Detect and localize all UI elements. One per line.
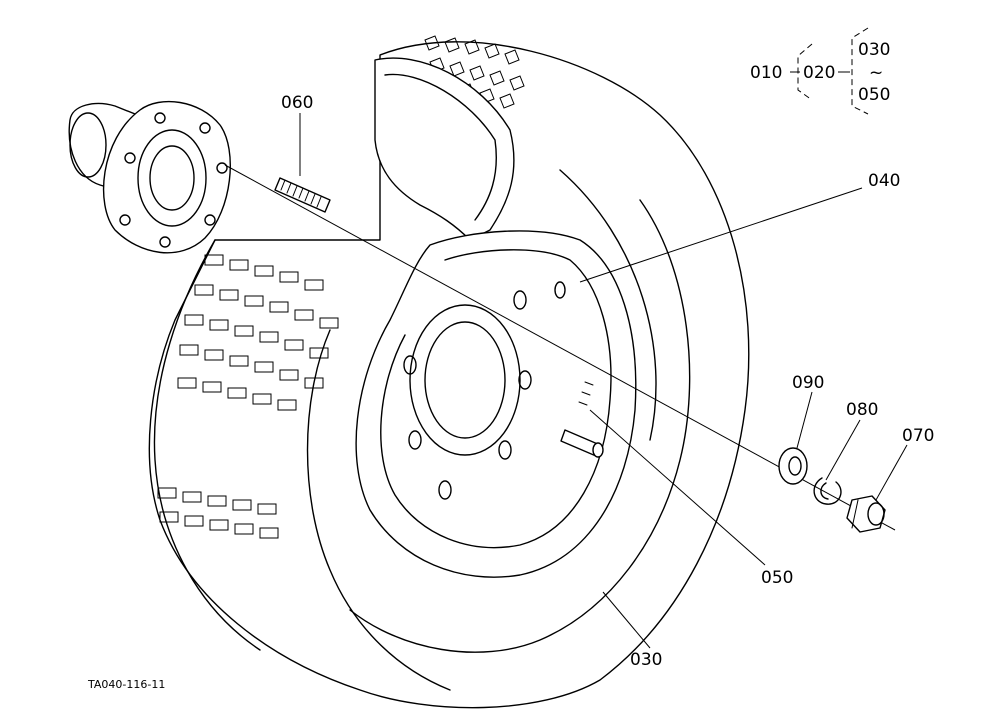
callout-080: 080	[846, 400, 878, 420]
hierarchy-range-sep: ~	[869, 63, 883, 83]
leader-090	[796, 391, 813, 449]
hierarchy-root-label: 010	[750, 63, 782, 83]
hierarchy-child-label: 020	[803, 63, 835, 83]
callout-090: 090	[792, 373, 824, 393]
leader-070	[875, 444, 908, 501]
callout-030: 030	[630, 650, 662, 670]
valve-stem-icon	[560, 381, 604, 458]
callout-060: 060	[281, 93, 313, 113]
hierarchy-range-start: 030	[858, 40, 890, 60]
leader-030	[602, 591, 651, 649]
leader-050	[589, 409, 766, 566]
assembly-hierarchy	[790, 27, 869, 115]
tread-pattern-side	[157, 254, 339, 539]
spring-washer-icon	[813, 477, 842, 505]
figure-code: TA040-116-11	[87, 678, 165, 691]
callout-050: 050	[761, 568, 793, 588]
leader-080	[825, 419, 861, 481]
wheel-nut-icon	[846, 495, 886, 533]
wheel-rim-icon	[355, 230, 637, 578]
hierarchy-range-end: 050	[858, 85, 890, 105]
leader-040	[579, 187, 863, 283]
flat-washer-icon	[778, 447, 808, 485]
callout-070: 070	[902, 426, 934, 446]
wheel-stud-icon	[274, 177, 331, 213]
hub-flange-icon	[68, 100, 231, 254]
callout-040: 040	[868, 171, 900, 191]
